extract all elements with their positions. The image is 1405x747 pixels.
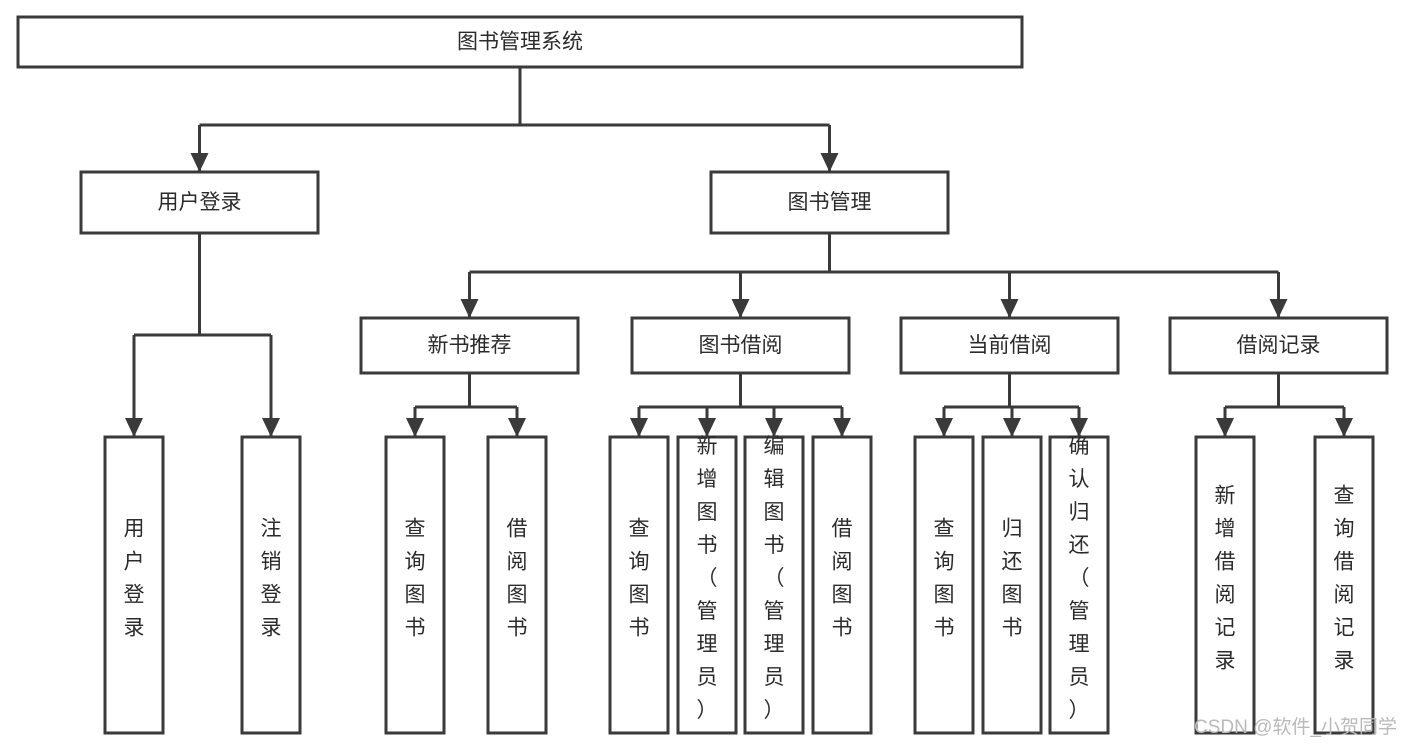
node-leaf-query-borrow-record[interactable]: 查询借阅记录 bbox=[1313, 435, 1375, 735]
arrow-head-current-borrow bbox=[1000, 299, 1019, 318]
node-label-user-login: 用户登录 bbox=[158, 191, 242, 214]
node-label-leaf-query-book-current: 查询图书 bbox=[934, 518, 955, 640]
node-borrow-record[interactable]: 借阅记录 bbox=[1168, 316, 1389, 375]
node-label-book-borrow: 图书借阅 bbox=[699, 334, 783, 357]
node-leaf-add-borrow-record[interactable]: 新增借阅记录 bbox=[1194, 435, 1256, 735]
node-label-new-book-recommend: 新书推荐 bbox=[428, 334, 512, 357]
node-label-current-borrow: 当前借阅 bbox=[968, 334, 1052, 357]
arrow-head-leaf-edit-book bbox=[765, 418, 783, 437]
node-label-leaf-edit-book: 编辑图书（管理员） bbox=[764, 435, 785, 722]
node-leaf-logout[interactable]: 注销登录 bbox=[240, 435, 302, 735]
arrow-head-leaf-add-borrow-record bbox=[1216, 418, 1234, 437]
node-box-borrow-record bbox=[1168, 316, 1389, 375]
node-leaf-borrow-book-recommend[interactable]: 借阅图书 bbox=[486, 435, 548, 735]
node-box-user-login bbox=[79, 170, 320, 235]
node-box-leaf-edit-book bbox=[743, 435, 805, 735]
node-box-leaf-user-login bbox=[103, 435, 165, 735]
node-label-leaf-confirm-return: 确认归还（管理员） bbox=[1069, 435, 1090, 722]
node-leaf-edit-book[interactable]: 编辑图书（管理员） bbox=[743, 435, 805, 735]
nodes-layer: 图书管理系统用户登录图书管理新书推荐图书借阅当前借阅借阅记录用户登录注销登录查询… bbox=[16, 15, 1389, 735]
node-label-leaf-query-book-recommend: 查询图书 bbox=[405, 518, 426, 640]
node-box-leaf-query-book-current bbox=[913, 435, 975, 735]
node-box-root bbox=[16, 15, 1024, 69]
node-label-leaf-borrow-book: 借阅图书 bbox=[832, 518, 853, 640]
arrow-head-book-management bbox=[820, 153, 839, 172]
arrow-head-leaf-borrow-book bbox=[833, 418, 851, 437]
arrow-head-leaf-query-book-recommend bbox=[406, 418, 424, 437]
node-box-leaf-add-book bbox=[676, 435, 738, 735]
node-leaf-query-book-recommend[interactable]: 查询图书 bbox=[384, 435, 446, 735]
node-box-current-borrow bbox=[899, 316, 1120, 375]
node-box-leaf-query-borrow-record bbox=[1313, 435, 1375, 735]
node-leaf-return-book[interactable]: 归还图书 bbox=[981, 435, 1043, 735]
node-box-leaf-confirm-return bbox=[1048, 435, 1110, 735]
arrow-head-book-borrow bbox=[731, 299, 750, 318]
node-box-leaf-return-book bbox=[981, 435, 1043, 735]
node-box-book-management bbox=[709, 170, 950, 235]
node-box-leaf-query-book-recommend bbox=[384, 435, 446, 735]
node-book-borrow[interactable]: 图书借阅 bbox=[630, 316, 851, 375]
node-leaf-add-book[interactable]: 新增图书（管理员） bbox=[676, 435, 738, 735]
node-label-leaf-borrow-book-recommend: 借阅图书 bbox=[507, 518, 528, 640]
node-user-login[interactable]: 用户登录 bbox=[79, 170, 320, 235]
arrow-head-new-book-recommend bbox=[460, 299, 479, 318]
node-label-borrow-record: 借阅记录 bbox=[1237, 334, 1321, 357]
node-box-leaf-add-borrow-record bbox=[1194, 435, 1256, 735]
connectors-layer bbox=[125, 67, 1353, 437]
csdn-watermark: CSDN @软件_小贺同学 bbox=[1194, 716, 1397, 738]
arrow-head-leaf-query-book-borrow bbox=[630, 418, 648, 437]
arrow-head-leaf-borrow-book-recommend bbox=[508, 418, 526, 437]
node-label-leaf-logout: 注销登录 bbox=[261, 518, 282, 640]
node-label-leaf-user-login: 用户登录 bbox=[124, 518, 145, 640]
node-book-management[interactable]: 图书管理 bbox=[709, 170, 950, 235]
node-leaf-user-login[interactable]: 用户登录 bbox=[103, 435, 165, 735]
node-leaf-query-book-current[interactable]: 查询图书 bbox=[913, 435, 975, 735]
node-leaf-query-book-borrow[interactable]: 查询图书 bbox=[608, 435, 670, 735]
node-leaf-confirm-return[interactable]: 确认归还（管理员） bbox=[1048, 435, 1110, 735]
node-label-book-management: 图书管理 bbox=[788, 191, 872, 214]
node-leaf-borrow-book[interactable]: 借阅图书 bbox=[811, 435, 873, 735]
node-root[interactable]: 图书管理系统 bbox=[16, 15, 1024, 69]
node-label-leaf-query-book-borrow: 查询图书 bbox=[629, 518, 650, 640]
arrow-head-leaf-query-book-current bbox=[935, 418, 953, 437]
node-current-borrow[interactable]: 当前借阅 bbox=[899, 316, 1120, 375]
node-label-leaf-add-book: 新增图书（管理员） bbox=[697, 435, 718, 722]
node-label-leaf-return-book: 归还图书 bbox=[1002, 518, 1023, 640]
arrow-head-leaf-user-login bbox=[125, 418, 143, 437]
node-label-leaf-query-borrow-record: 查询借阅记录 bbox=[1334, 485, 1355, 673]
arrow-head-user-login bbox=[190, 153, 209, 172]
node-box-leaf-borrow-book-recommend bbox=[486, 435, 548, 735]
arrow-head-leaf-confirm-return bbox=[1070, 418, 1088, 437]
arrow-head-leaf-logout bbox=[262, 418, 280, 437]
arrow-head-leaf-return-book bbox=[1003, 418, 1021, 437]
arrow-head-borrow-record bbox=[1269, 299, 1288, 318]
arrow-head-leaf-query-borrow-record bbox=[1335, 418, 1353, 437]
node-box-leaf-borrow-book bbox=[811, 435, 873, 735]
node-label-root: 图书管理系统 bbox=[457, 31, 583, 54]
node-box-leaf-query-book-borrow bbox=[608, 435, 670, 735]
node-new-book-recommend[interactable]: 新书推荐 bbox=[359, 316, 580, 375]
node-box-book-borrow bbox=[630, 316, 851, 375]
node-box-new-book-recommend bbox=[359, 316, 580, 375]
node-label-leaf-add-borrow-record: 新增借阅记录 bbox=[1215, 485, 1236, 673]
arrow-head-leaf-add-book bbox=[698, 418, 716, 437]
node-box-leaf-logout bbox=[240, 435, 302, 735]
